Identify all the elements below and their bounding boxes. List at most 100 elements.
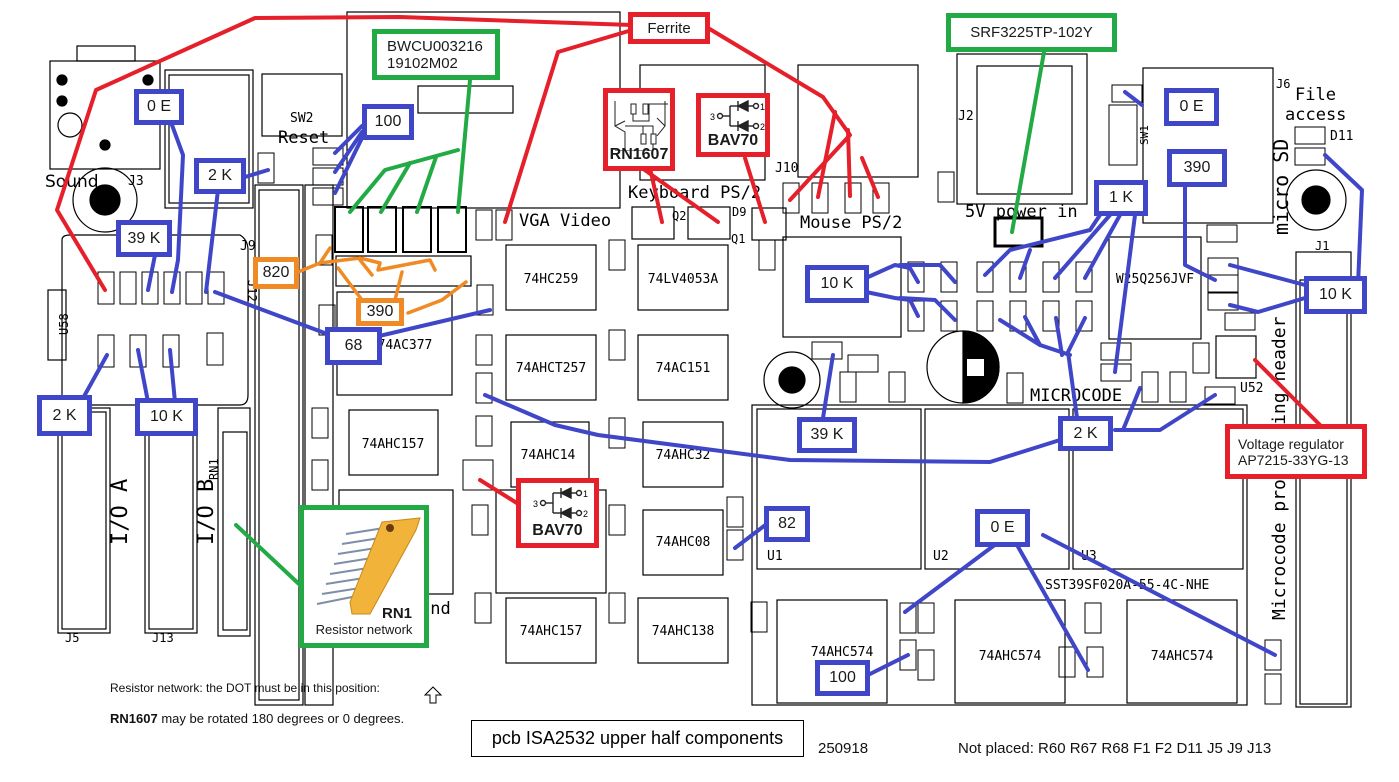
chip-u7: 74AHC574	[1151, 649, 1214, 664]
value-callout-10k-mid: 10 K	[805, 265, 869, 303]
vreg-line1: Voltage regulator	[1238, 435, 1344, 452]
label-power-in: 5V power in	[965, 202, 1078, 222]
value-callout-1k: 1 K	[1094, 180, 1148, 216]
chip-u8: 74AHC574	[979, 649, 1042, 664]
chip-u12: 74AHC08	[656, 535, 711, 550]
label-q2: Q2	[672, 209, 686, 223]
label-access: access	[1285, 105, 1346, 125]
chip-u11: 74AHC138	[652, 624, 715, 639]
chip-u39: 74LV4053A	[648, 272, 719, 287]
pin-1: 1	[760, 102, 765, 112]
label-mouse-ps2: Mouse PS/2	[800, 213, 902, 233]
bav70-bottom-label: BAV70	[532, 522, 583, 539]
chip-u57: 74AHC157	[362, 437, 425, 452]
chip-u60: W25Q256JVF	[1116, 272, 1194, 287]
value-callout-2k-right: 2 K	[1058, 416, 1113, 451]
label-j13: J13	[152, 631, 174, 645]
note-rn1607-text: may be rotated 180 degrees or 0 degrees.	[157, 711, 405, 726]
label-j10: J10	[775, 161, 798, 176]
label-reset: Reset	[278, 128, 329, 148]
note-rn1607-bold: RN1607	[110, 711, 158, 726]
part-callout-bav70-bottom: 3 1 2 BAV70	[516, 478, 599, 548]
part-callout-rn1607: RN1607	[603, 88, 675, 171]
rn1-caption: Resistor network	[315, 622, 413, 637]
value-callout-0e-right: 0 E	[1164, 88, 1219, 126]
chip-u51: 74AC377	[378, 338, 433, 353]
revision-number: 250918	[818, 740, 869, 757]
pin-3: 3	[710, 112, 715, 122]
label-q1: Q1	[731, 232, 745, 246]
rn1607-label: RN1607	[609, 146, 669, 163]
value-callout-0e-left: 0 E	[134, 89, 184, 125]
value-callout-390-right: 390	[1167, 149, 1227, 187]
label-d9: D9	[732, 205, 746, 219]
chip-u24: 74AHC14	[521, 448, 576, 463]
chip-u9: 74AHC574	[811, 645, 874, 660]
part-callout-bwcu: BWCU003216 19102M02	[372, 29, 500, 80]
label-sw1: SW1	[1138, 125, 1151, 145]
note-rn1607: RN1607 may be rotated 180 degrees or 0 d…	[110, 711, 404, 726]
value-callout-10k-left: 10 K	[135, 398, 198, 436]
bwcu-line2: 19102M02	[387, 54, 458, 72]
label-j3: J3	[128, 174, 144, 189]
bav70-diode-icon: 3 1 2	[533, 487, 588, 520]
pin-1: 1	[583, 489, 588, 499]
part-callout-rn1: RN1 Resistor network	[299, 505, 429, 648]
label-microcode: MICROCODE	[1030, 386, 1122, 406]
label-j5: J5	[65, 631, 79, 645]
up-arrow-icon	[423, 686, 443, 704]
part-callout-ferrite: Ferrite	[628, 12, 710, 44]
value-callout-390-mid: 390	[356, 298, 404, 326]
rn1-title: RN1	[381, 605, 412, 622]
note-resistor-network: Resistor network: the DOT must be in thi…	[110, 681, 380, 695]
label-io-a: I/O A	[108, 479, 133, 545]
value-callout-820: 820	[253, 257, 299, 289]
chip-u13: 74HC259	[524, 272, 579, 287]
value-callout-39k-mid: 39 K	[797, 417, 857, 453]
value-callout-82: 82	[764, 506, 810, 542]
chip-u48: 74AHC157	[520, 624, 583, 639]
label-sound: Sound	[45, 172, 99, 192]
label-vga-video: VGA Video	[519, 211, 611, 231]
vreg-line2: AP7215-33YG-13	[1238, 451, 1349, 468]
pin-2: 2	[583, 509, 588, 519]
part-callout-bav70-top: 3 1 2 BAV70	[696, 93, 770, 157]
pin-2: 2	[760, 122, 765, 132]
part-callout-srf: SRF3225TP-102Y	[946, 13, 1117, 52]
label-file: File	[1295, 85, 1336, 105]
chip-u38: 74AC151	[656, 361, 711, 376]
bav70-diode-icon: 3 1 2	[710, 100, 765, 133]
resistor-network-image	[316, 517, 421, 615]
label-u2: U2	[933, 549, 949, 564]
label-sw2: SW2	[290, 111, 313, 126]
value-callout-0e-bottom: 0 E	[975, 509, 1030, 547]
label-rn1: RN1	[207, 458, 221, 480]
bwcu-line1: BWCU003216	[387, 37, 483, 55]
label-io-b: I/O B	[194, 479, 219, 545]
note-resistor-network-text: Resistor network: the DOT must be in thi…	[110, 681, 380, 695]
not-placed-list: Not placed: R60 R67 R68 F1 F2 D11 J5 J9 …	[958, 740, 1272, 757]
value-callout-39k-left: 39 K	[116, 220, 172, 257]
label-d11: D11	[1330, 129, 1353, 144]
label-keyboard-ps2: Keyboard PS/2	[628, 183, 761, 203]
chip-u41: 74AHCT257	[516, 361, 586, 376]
label-u1: U1	[767, 549, 783, 564]
value-callout-10k-right: 10 K	[1304, 276, 1367, 314]
rn1607-schematic-icon	[614, 101, 668, 151]
label-j1: J1	[1315, 239, 1329, 253]
pin-3: 3	[533, 499, 538, 509]
label-sst: SST39SF020A-55-4C-NHE	[1045, 578, 1209, 593]
value-callout-2k-top: 2 K	[194, 158, 246, 194]
label-j2: J2	[958, 109, 974, 124]
value-callout-2k-left: 2 K	[37, 395, 92, 436]
value-callout-68: 68	[325, 327, 382, 365]
page-title: pcb ISA2532 upper half components	[471, 720, 804, 757]
bav70-top-label: BAV70	[707, 132, 759, 149]
value-callout-100-bottom: 100	[815, 660, 870, 696]
label-micro-sd: micro SD	[1269, 139, 1293, 235]
label-u58: U58	[57, 313, 71, 335]
chip-u25: 74AHC32	[656, 448, 711, 463]
label-j9: J9	[240, 239, 256, 254]
label-u52: U52	[1240, 381, 1263, 396]
